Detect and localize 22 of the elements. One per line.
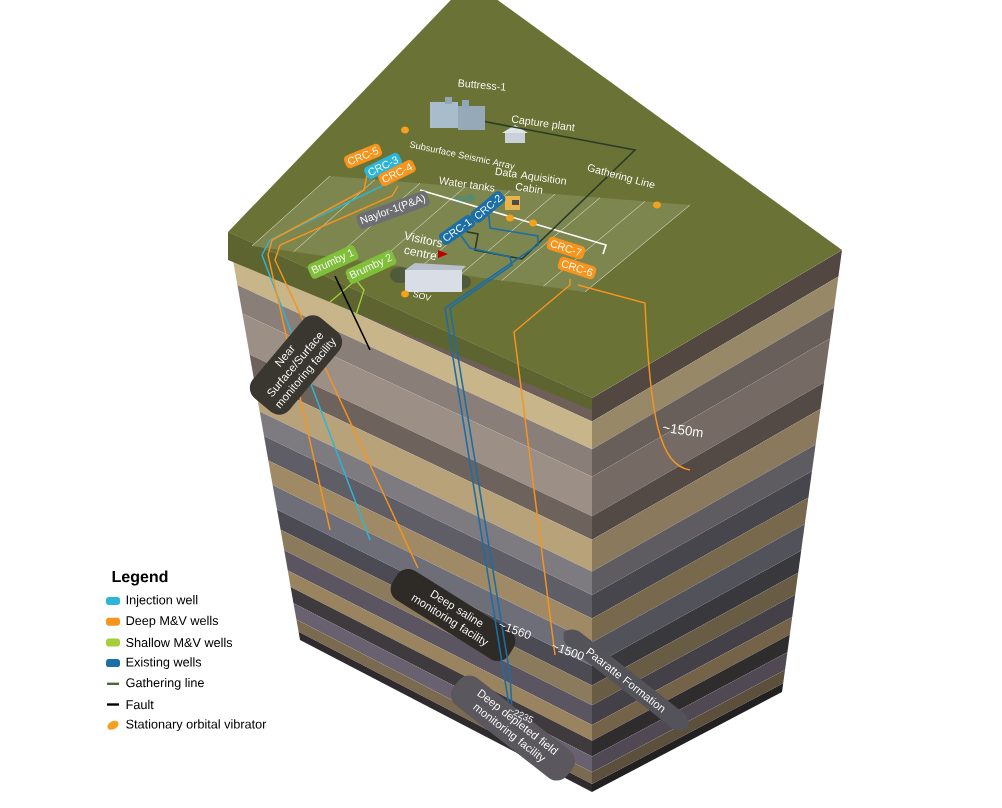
legend-text: Shallow M&V wells: [126, 637, 233, 648]
legend-text: Stationary orbital vibrator: [126, 719, 267, 732]
building-label: Water tanks: [439, 176, 495, 192]
legend-text: Existing wells: [126, 657, 202, 669]
legend-title: Legend: [112, 570, 168, 586]
well-line: [449, 234, 513, 706]
legend-text: Deep M&V wells: [126, 615, 219, 628]
depth-label: ~1500: [552, 644, 584, 660]
depth-label: ~150m: [663, 424, 703, 438]
well-line: [444, 214, 539, 704]
well-tag: CRC-7: [546, 236, 586, 260]
legend-text: Injection well: [126, 595, 198, 607]
depth-label: ~1560: [499, 623, 531, 639]
building-label: Capture plant: [511, 115, 575, 132]
gathering-line: [465, 120, 637, 260]
building-label: Visitors centre: [404, 231, 443, 260]
legend-text: Fault: [126, 699, 154, 710]
node-label: Buttress-1: [458, 79, 506, 91]
well-tag: CRC-6: [557, 256, 597, 280]
plant-building: Buttress-1: [430, 79, 506, 130]
legend-text: Gathering line: [126, 677, 204, 690]
vibrator-label: SOV: [413, 291, 432, 301]
